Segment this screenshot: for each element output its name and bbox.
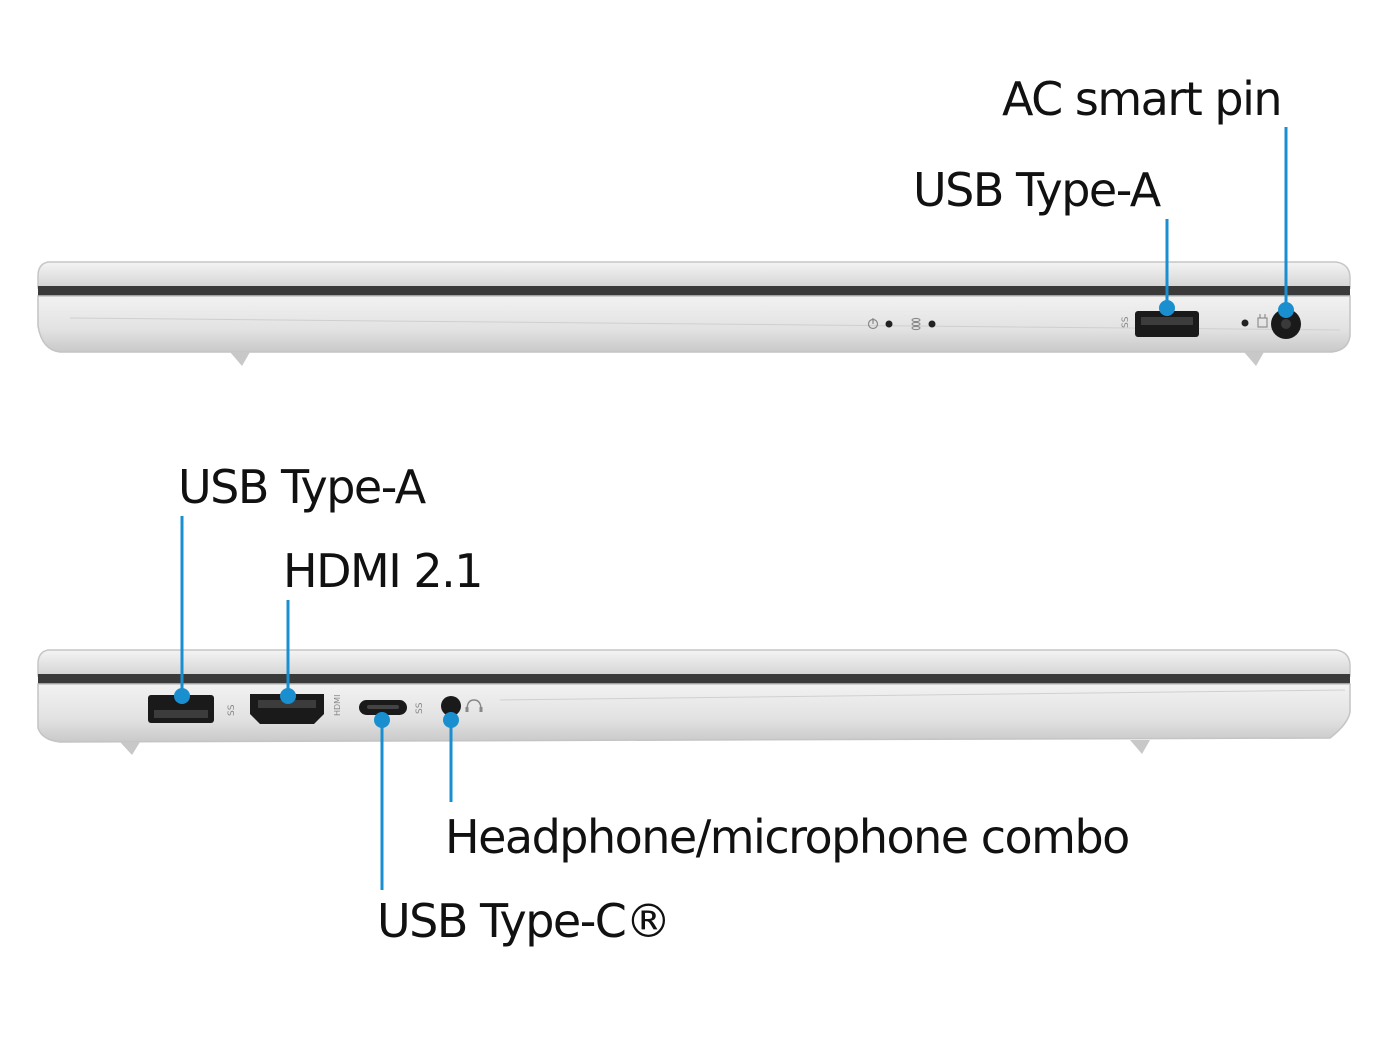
base-body	[37, 683, 1351, 743]
ac-plug-glyph-icon	[1257, 314, 1268, 328]
hinge-band	[38, 674, 1350, 684]
foot-right	[1244, 352, 1264, 366]
lid-top	[37, 649, 1351, 677]
label-usb-c: USB Type-C®	[377, 894, 671, 948]
label-hdmi: HDMI 2.1	[283, 544, 484, 598]
label-usb-a-right: USB Type-A	[913, 163, 1161, 217]
foot-left	[120, 742, 140, 755]
hdmi-logo: HDMI	[333, 695, 342, 716]
ss-logo: SS	[415, 702, 425, 714]
usb-a-port-left: SS	[148, 695, 237, 723]
ac-smart-pin-port	[1271, 309, 1301, 339]
label-headphone-combo: Headphone/microphone combo	[445, 810, 1130, 864]
charge-led-icon	[1241, 319, 1249, 327]
lid-top	[37, 261, 1351, 289]
foot-right	[1130, 740, 1150, 754]
laptop-right-side: SS	[37, 261, 1351, 366]
laptop-left-side: SS HDMI SS	[37, 649, 1351, 755]
power-led-icon	[867, 318, 893, 330]
ss-logo: SS	[227, 704, 237, 716]
ss-logo: SS	[1121, 316, 1131, 328]
headphone-jack-port	[441, 696, 461, 716]
foot-left	[230, 352, 250, 366]
usb-a-port-right: SS	[1121, 311, 1199, 337]
label-ac-smart-pin: AC smart pin	[1002, 72, 1283, 126]
callout-lines	[174, 127, 1294, 890]
hdmi-port: HDMI	[250, 694, 342, 724]
usb-c-port: SS	[359, 700, 425, 715]
drive-led-icon	[911, 317, 936, 331]
headset-icon	[465, 699, 483, 712]
hinge-band	[38, 286, 1350, 296]
label-usb-a-left: USB Type-A	[178, 460, 426, 514]
